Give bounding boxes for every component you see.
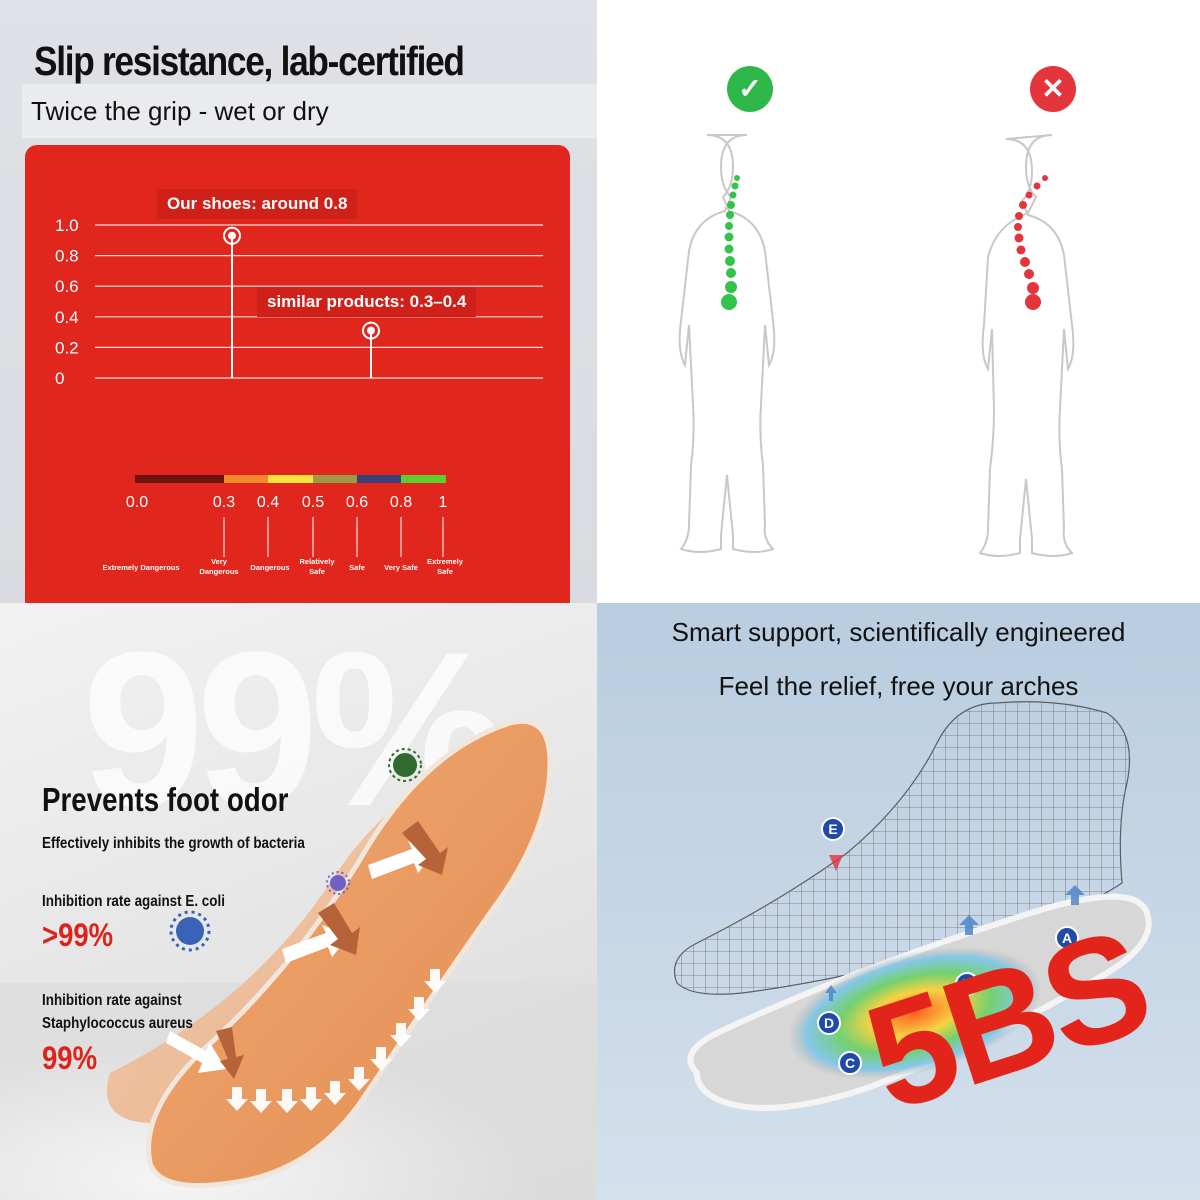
y-tick-label: 0.2 bbox=[55, 338, 79, 357]
insole-illustration bbox=[0, 719, 597, 1200]
check-icon: ✓ bbox=[727, 66, 773, 112]
point-c-badge: C bbox=[838, 1051, 862, 1075]
good-posture-figure bbox=[678, 134, 776, 553]
bacteria-icon bbox=[388, 748, 422, 782]
scale-segment bbox=[313, 475, 357, 483]
y-tick-label: 0.6 bbox=[55, 277, 79, 296]
odor-arrows bbox=[216, 821, 448, 1079]
scale-category-label: Dangerous bbox=[250, 563, 289, 572]
staph-label-line1: Inhibition rate against bbox=[42, 992, 182, 1009]
germ-icon bbox=[169, 910, 211, 952]
scale-category-label: Extremely Dangerous bbox=[102, 563, 179, 572]
scale-tick-label: 0.8 bbox=[390, 494, 412, 511]
ecoli-label: Inhibition rate against E. coli bbox=[42, 893, 225, 910]
slip-title: Slip resistance, lab-certified bbox=[34, 38, 465, 84]
odor-panel: 99% bbox=[0, 603, 597, 1200]
ours-callout: Our shoes: around 0.8 bbox=[157, 189, 358, 219]
bad-posture-figure bbox=[978, 134, 1075, 557]
scale-category-label: Safe bbox=[349, 563, 365, 572]
point-e-badge: E bbox=[821, 817, 845, 841]
y-tick-label: 0 bbox=[55, 369, 64, 388]
scale-segment bbox=[357, 475, 401, 483]
similar-callout: similar products: 0.3–0.4 bbox=[257, 287, 477, 317]
arch-support-panel: Smart support, scientifically engineered… bbox=[597, 603, 1200, 1200]
ecoli-value: >99% bbox=[42, 917, 114, 953]
support-line2: Feel the relief, free your arches bbox=[718, 671, 1079, 701]
front-insole bbox=[146, 719, 553, 1188]
scale-segment bbox=[224, 475, 268, 483]
slip-resistance-panel: Slip resistance, lab-certified Twice the… bbox=[0, 0, 597, 603]
scale-tick-label: 0.4 bbox=[257, 494, 279, 511]
support-line1: Smart support, scientifically engineered bbox=[671, 617, 1126, 647]
cross-icon: ✕ bbox=[1030, 66, 1076, 112]
scale-tick-label: 0.5 bbox=[302, 494, 324, 511]
slip-chart: 1.0 0.8 0.6 0.4 0.2 0 0.0 0.3 0.4 0.5 0.6 0.8 1Extre… bbox=[55, 216, 543, 576]
scale-tick-label: 1 bbox=[439, 494, 448, 511]
y-tick-label: 1.0 bbox=[55, 216, 79, 235]
bad-spine bbox=[1014, 175, 1048, 310]
data-point-ring bbox=[223, 226, 241, 245]
virus-icon bbox=[326, 871, 350, 895]
good-spine bbox=[721, 175, 740, 310]
odor-subtitle: Effectively inhibits the growth of bacte… bbox=[42, 835, 305, 852]
down-arrow-e bbox=[829, 855, 843, 871]
point-a-badge: A bbox=[1055, 926, 1079, 950]
y-tick-label: 0.4 bbox=[55, 308, 79, 327]
scale-segment bbox=[135, 475, 224, 483]
small-arrows bbox=[226, 969, 446, 1113]
staph-value: 99% bbox=[42, 1040, 98, 1076]
data-point-ring bbox=[362, 321, 380, 340]
slip-subtitle: Twice the grip - wet or dry bbox=[31, 96, 329, 126]
y-tick-label: 0.8 bbox=[55, 247, 79, 266]
staph-label-line2: Staphylococcus aureus bbox=[42, 1015, 193, 1032]
data-point bbox=[367, 326, 375, 335]
scale-tick-label: 0.3 bbox=[213, 494, 235, 511]
scale-segment bbox=[401, 475, 446, 483]
posture-figures bbox=[678, 134, 1075, 557]
scale-tick-label: 0.0 bbox=[126, 494, 148, 511]
odor-title: Prevents foot odor bbox=[42, 781, 289, 818]
point-b-badge: B bbox=[955, 972, 979, 996]
scale-segment bbox=[268, 475, 313, 483]
posture-panel: ✓ ✕ bbox=[597, 0, 1200, 603]
data-point bbox=[228, 231, 236, 240]
point-d-badge: D bbox=[817, 1011, 841, 1035]
scale-category-label: Very Safe bbox=[384, 563, 418, 572]
scale-tick-label: 0.6 bbox=[346, 494, 368, 511]
subtitle-band bbox=[22, 84, 597, 138]
